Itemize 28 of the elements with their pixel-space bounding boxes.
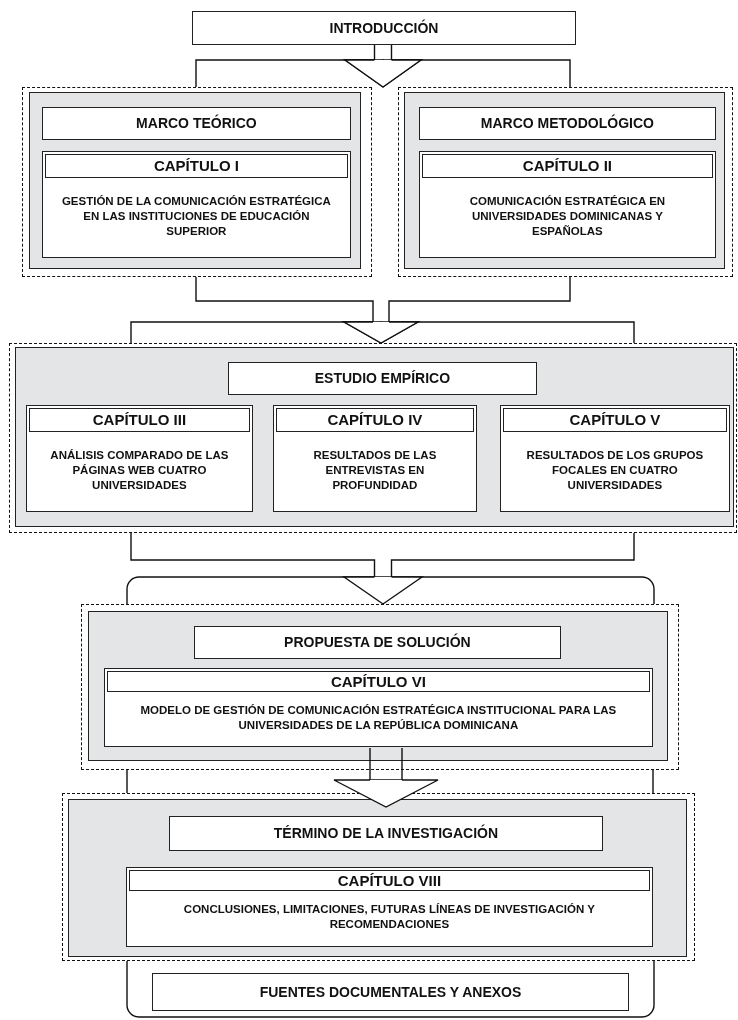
section-title: PROPUESTA DE SOLUCIÓN (193, 625, 561, 659)
chapter-description: CONCLUSIONES, LIMITACIONES, FUTURAS LÍNEAS DE INVESTIGACIÓN Y RECOMENDACIONES (182, 902, 596, 933)
chapter-description: COMUNICACIÓN ESTRATÉGICA EN UNIVERSIDADES DOMINICANAS Y ESPAÑOLAS (468, 194, 667, 239)
chapter-description: RESULTADOS DE LOS GRUPOS FOCALES EN CUATRO UNIVERSIDADES (525, 448, 705, 493)
chapter-card (41, 150, 351, 258)
chapter-card (499, 404, 730, 512)
chapter-heading: CAPÍTULO I (44, 153, 348, 178)
section-title: FUENTES DOCUMENTALES Y ANEXOS (152, 973, 629, 1011)
chapter-heading: CAPÍTULO IV (275, 407, 474, 432)
chapter-card (272, 404, 477, 512)
chapter-description: MODELO DE GESTIÓN DE COMUNICACIÓN ESTRATÉGICA INSTITUCIONAL PARA LAS UNIVERSIDADES DE LA REPÚBLICA DOMINICANA (139, 702, 618, 733)
chapter-heading: CAPÍTULO VI (106, 670, 650, 692)
chapter-card (25, 404, 253, 512)
chapter-heading: CAPÍTULO III (28, 407, 250, 432)
chapter-heading: CAPÍTULO V (502, 407, 727, 432)
section-title: ESTUDIO EMPÍRICO (227, 361, 537, 395)
section-title: TÉRMINO DE LA INVESTIGACIÓN (168, 815, 603, 851)
chapter-description: RESULTADOS DE LAS ENTREVISTAS EN PROFUNDIDAD (312, 448, 438, 493)
chapter-description: ANÁLISIS COMPARADO DE LAS PÁGINAS WEB CUATRO UNIVERSIDADES (49, 448, 230, 493)
chapter-heading: CAPÍTULO VIII (128, 869, 650, 891)
section-title: MARCO METODOLÓGICO (418, 106, 716, 140)
section-title: INTRODUCCIÓN (192, 11, 576, 45)
chapter-card (418, 150, 716, 258)
chapter-heading: CAPÍTULO II (421, 153, 713, 178)
section-title: MARCO TEÓRICO (41, 106, 351, 140)
chapter-card (125, 866, 653, 947)
chapter-card (103, 667, 653, 747)
chapter-description: GESTIÓN DE LA COMUNICACIÓN ESTRATÉGICA EN LAS INSTITUCIONES DE EDUCACIÓN SUPERIOR (60, 194, 332, 239)
